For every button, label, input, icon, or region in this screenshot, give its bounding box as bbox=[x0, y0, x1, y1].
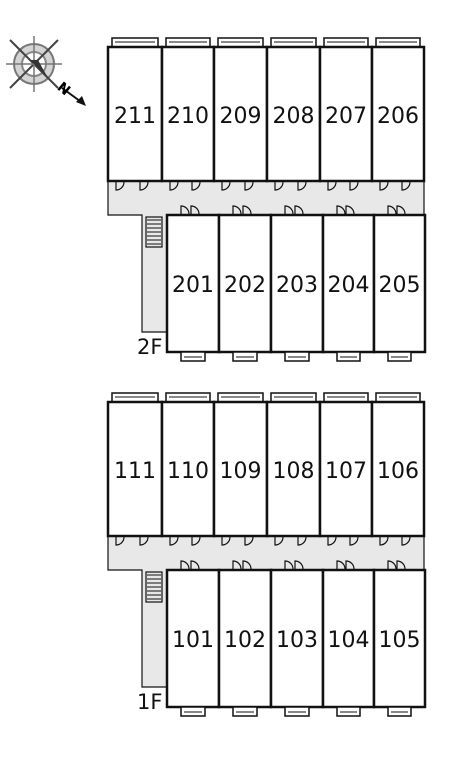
door-swing bbox=[345, 205, 355, 215]
door-swing bbox=[294, 205, 304, 215]
door-swing bbox=[336, 560, 346, 570]
door-swing bbox=[242, 560, 252, 570]
door-swing bbox=[221, 536, 231, 546]
door-swing bbox=[327, 536, 337, 546]
door-swing bbox=[180, 205, 190, 215]
door-swing bbox=[294, 560, 304, 570]
room-label: 204 bbox=[328, 273, 370, 298]
room-102 bbox=[217, 568, 273, 709]
door-swing bbox=[221, 181, 231, 191]
room-label: 106 bbox=[377, 459, 419, 484]
door-swing bbox=[401, 181, 411, 191]
room-203 bbox=[269, 213, 325, 354]
door-swing bbox=[232, 560, 242, 570]
door-swing bbox=[169, 181, 179, 191]
room-207 bbox=[318, 45, 374, 183]
door-swing bbox=[336, 205, 346, 215]
stairs bbox=[145, 216, 163, 248]
room-109 bbox=[212, 400, 269, 538]
room-107 bbox=[318, 400, 374, 538]
room-label: 211 bbox=[114, 104, 156, 129]
north-letter: N bbox=[54, 79, 73, 99]
floor-2f: 211 210 209 208 207 206 201 202 203 204 205 2F bbox=[106, 37, 427, 362]
door-swing bbox=[396, 560, 406, 570]
room-206 bbox=[370, 45, 426, 183]
room-label: 210 bbox=[167, 104, 209, 129]
room-103 bbox=[269, 568, 325, 709]
room-label: 201 bbox=[172, 273, 214, 298]
door-swing bbox=[396, 205, 406, 215]
door-swing bbox=[244, 181, 254, 191]
door-swing bbox=[274, 181, 284, 191]
floor-1f: 111 110 109 108 107 106 101 102 103 104 105 1F bbox=[106, 392, 427, 717]
door-swing bbox=[169, 536, 179, 546]
room-106 bbox=[370, 400, 426, 538]
door-swing bbox=[274, 536, 284, 546]
room-label: 109 bbox=[220, 459, 262, 484]
door-swing bbox=[284, 560, 294, 570]
door-swing bbox=[191, 536, 201, 546]
door-swing bbox=[297, 181, 307, 191]
floor-label: 2F bbox=[137, 335, 162, 359]
room-label: 107 bbox=[325, 459, 367, 484]
room-label: 207 bbox=[325, 104, 367, 129]
room-label: 209 bbox=[220, 104, 262, 129]
room-201 bbox=[165, 213, 221, 354]
door-swing bbox=[180, 560, 190, 570]
door-swing bbox=[387, 560, 397, 570]
room-label: 203 bbox=[276, 273, 318, 298]
room-108 bbox=[265, 400, 322, 538]
door-swing bbox=[191, 181, 201, 191]
room-210 bbox=[160, 45, 216, 183]
door-swing bbox=[297, 536, 307, 546]
door-swing bbox=[232, 205, 242, 215]
room-label: 206 bbox=[377, 104, 419, 129]
door-swing bbox=[115, 181, 125, 191]
door-swing bbox=[349, 181, 359, 191]
room-205 bbox=[372, 213, 427, 354]
room-204 bbox=[321, 213, 376, 354]
north-arrow: N bbox=[54, 79, 86, 106]
room-110 bbox=[160, 400, 216, 538]
door-swing bbox=[327, 181, 337, 191]
door-swing bbox=[284, 205, 294, 215]
floor-label: 1F bbox=[137, 690, 162, 714]
door-swing bbox=[139, 536, 149, 546]
stair-frame bbox=[145, 571, 163, 603]
room-label: 205 bbox=[379, 273, 421, 298]
door-swing bbox=[244, 536, 254, 546]
stairs bbox=[145, 571, 163, 603]
door-swing bbox=[139, 181, 149, 191]
room-label: 103 bbox=[276, 628, 318, 653]
door-swing bbox=[349, 536, 359, 546]
door-swing bbox=[401, 536, 411, 546]
door-swing bbox=[387, 205, 397, 215]
room-label: 105 bbox=[379, 628, 421, 653]
stair-frame bbox=[145, 216, 163, 248]
room-211 bbox=[106, 45, 164, 183]
room-208 bbox=[265, 45, 322, 183]
door-swing bbox=[242, 205, 252, 215]
door-swing bbox=[379, 181, 389, 191]
door-swing bbox=[345, 560, 355, 570]
room-label: 101 bbox=[172, 628, 214, 653]
room-label: 104 bbox=[328, 628, 370, 653]
room-label: 202 bbox=[224, 273, 266, 298]
door-swing bbox=[379, 536, 389, 546]
room-label: 208 bbox=[273, 104, 315, 129]
door-swing bbox=[115, 536, 125, 546]
compass-icon bbox=[6, 36, 62, 92]
room-label: 110 bbox=[167, 459, 209, 484]
room-label: 108 bbox=[273, 459, 315, 484]
door-swing bbox=[190, 205, 200, 215]
room-label: 111 bbox=[114, 459, 156, 484]
room-label: 102 bbox=[224, 628, 266, 653]
room-209 bbox=[212, 45, 269, 183]
door-swing bbox=[190, 560, 200, 570]
